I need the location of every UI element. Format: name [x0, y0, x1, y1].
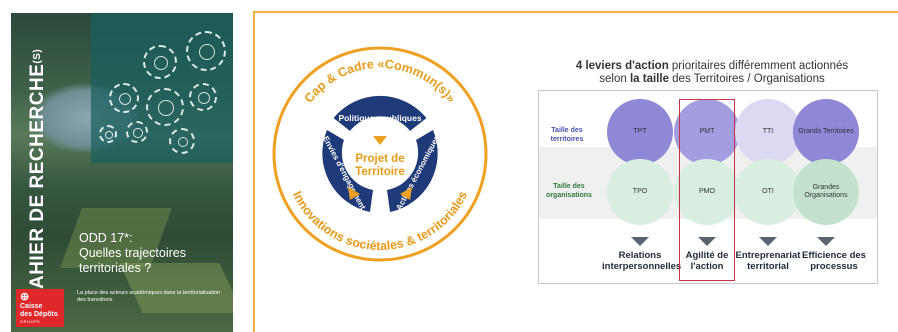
outer-ring	[272, 46, 488, 262]
caisse-des-depots-logo: ⊕ Caisse des Dépôts GROUPE	[16, 289, 64, 327]
orange-arrow-icon	[348, 187, 360, 200]
report-cover: CAHIER DE RECHERCHE(S) ODD 17*: Quelles …	[11, 13, 233, 332]
gear-icon	[186, 31, 226, 71]
bubble-grandes-organisations: Grandes Organisations	[793, 159, 859, 225]
orange-arrow-icon	[400, 187, 412, 200]
down-arrow-icon	[631, 237, 649, 246]
segment-politiques	[333, 95, 427, 131]
bubble-pmo: PMO	[674, 159, 740, 225]
segment-actions	[387, 130, 438, 212]
bubble-tpo: TPO	[607, 159, 673, 225]
levers-matrix: Taille des territoires Taille des organi…	[538, 90, 878, 284]
matrix-title: 4 leviers d'action prioritaires différem…	[542, 60, 882, 86]
odd-heading: ODD 17*:	[79, 231, 133, 245]
center-title-line1: Projet de	[355, 153, 404, 165]
row-label-territoires: Taille des territoires	[550, 127, 584, 143]
bubble-pmt: PMT	[674, 99, 740, 165]
matrix-title-line2: selon la taille des Territoires / Organi…	[599, 73, 825, 85]
gear-icon	[126, 121, 148, 143]
cover-title: CAHIER DE RECHERCHE(S)	[27, 48, 48, 304]
lever-agilite: Agilité de l'action	[685, 250, 729, 272]
row-label-organisations: Taille des organisations	[546, 183, 592, 199]
content-panel-frame	[253, 11, 898, 332]
segment-label-top: Politiques publiques	[338, 113, 421, 123]
down-arrow-icon	[698, 237, 716, 246]
lever-efficience: Efficience des processus	[802, 250, 866, 272]
lever-relations: Relations interpersonnelles	[602, 250, 682, 272]
cover-tagline: La place des acteurs académiques dans la…	[77, 290, 221, 303]
cover-gears-illustration	[91, 13, 233, 163]
gear-icon	[169, 128, 195, 154]
down-arrow-icon	[817, 237, 835, 246]
projet-territoire-diagram: Cap & Cadre «Commun(s)» Innovations soci…	[272, 46, 488, 262]
segment-envies	[322, 130, 373, 212]
bubble-tti: TTI	[735, 99, 801, 165]
gear-icon	[109, 83, 139, 113]
pmt-pmo-highlight-box	[679, 99, 735, 281]
bubble-grands-territoires: Grands Territoires	[793, 99, 859, 165]
orange-arrow-icon	[373, 136, 387, 145]
gear-icon	[99, 125, 117, 143]
center-title-line2: Territoire	[355, 166, 405, 178]
bubble-tpt: TPT	[607, 99, 673, 165]
odd-subtitle: Quelles trajectoires territoriales ?	[79, 246, 186, 275]
gear-icon	[189, 83, 217, 111]
cover-odd-title: ODD 17*: Quelles trajectoires territoria…	[79, 231, 229, 276]
gear-icon	[143, 45, 177, 79]
matrix-title-line1: 4 leviers d'action prioritaires différem…	[575, 60, 849, 72]
down-arrow-icon	[759, 237, 777, 246]
lever-entreprenariat: Entreprenariat territorial	[735, 250, 801, 272]
gear-icon	[146, 88, 184, 126]
bubble-oti: OTI	[735, 159, 801, 225]
